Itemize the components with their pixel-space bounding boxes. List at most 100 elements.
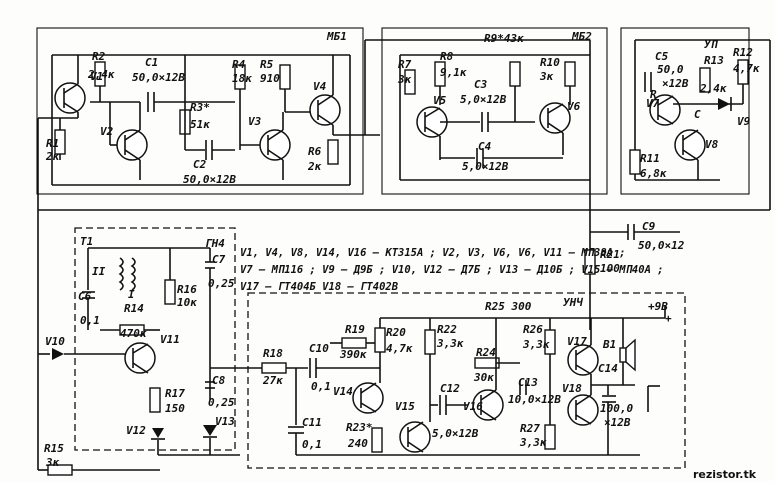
label-r21: R21	[600, 248, 620, 261]
label-r22-value: 3,3к	[436, 337, 464, 350]
label-v12: V12	[126, 424, 146, 437]
component-labels: V1 R1 2к R2 2,4к C1 50,0×12В V2 R3* 51к …	[44, 32, 760, 469]
label-v15: V15	[395, 400, 415, 413]
label-r20-value: 4,7к	[386, 342, 413, 355]
label-r3: R3*	[190, 101, 210, 114]
label-v17: V17	[567, 335, 587, 348]
label-c1-value: 50,0×12В	[132, 71, 185, 84]
label-mb1: МБ1	[326, 30, 347, 43]
label-r1: R1	[46, 137, 59, 150]
label-r21-value: 100	[600, 262, 620, 275]
label-r25: R25 300	[485, 300, 532, 313]
label-t1: T1	[80, 235, 93, 248]
label-c4-value: 5,0×12В	[462, 160, 509, 173]
label-c1: C1	[145, 56, 158, 69]
label-c7: C7	[212, 253, 226, 266]
label-c2: C2	[193, 158, 207, 171]
label-v2: V2	[100, 125, 114, 138]
unch-block	[261, 318, 660, 456]
label-r20: R20	[386, 326, 406, 339]
label-c8: C8	[212, 374, 226, 387]
label-r2: R2	[92, 50, 106, 63]
mb2-frame	[381, 27, 608, 195]
label-c10: C10	[309, 342, 329, 355]
label-r13-value: 2,4к	[699, 82, 727, 95]
up-block	[629, 39, 771, 210]
label-c10-value: 0,1	[311, 380, 331, 393]
label-supply: +9В	[648, 300, 668, 313]
label-r8: R8	[440, 50, 454, 63]
label-r23-value: 240	[347, 437, 368, 450]
label-r9: R9*43к	[484, 32, 524, 45]
gn4-block	[82, 247, 262, 456]
label-v13: V13	[215, 415, 235, 428]
legend-line-2: V7 – МП116 ; V9 – Д9Б ; V10, V12 – Д7Б ;…	[240, 264, 664, 276]
label-up: УП	[704, 38, 719, 51]
label-c14-value: 100,0	[600, 402, 633, 415]
legend-line-1: V1, V4, V8, V14, V16 – КТ315А ; V2, V3, …	[240, 247, 626, 259]
label-c7-value: 0,25	[208, 277, 235, 290]
label-unch: УНЧ	[563, 296, 583, 309]
label-v1: V1	[90, 70, 103, 83]
mb1-block	[38, 54, 380, 186]
label-v18: V18	[562, 382, 582, 395]
label-r16: R16	[177, 283, 197, 296]
label-r1-value: 2к	[45, 150, 60, 163]
label-r3-value: 51к	[190, 118, 210, 131]
label-c4: C4	[478, 140, 492, 153]
label-r24: R24	[476, 346, 496, 359]
label-r4: R4	[232, 58, 246, 71]
label-c2-value: 50,0×12В	[183, 173, 236, 186]
label-v10: V10	[45, 335, 65, 348]
label-c3: C3	[474, 78, 488, 91]
label-b1: B1	[602, 338, 616, 351]
label-r7: R7	[398, 58, 412, 71]
label-c5-voltage: ×12В	[662, 77, 689, 90]
label-c14-voltage: ×12В	[604, 416, 631, 429]
label-r16-value: 10к	[177, 296, 197, 309]
label-r8-value: 9,1к	[440, 66, 467, 79]
label-r27-value: 3,3к	[519, 436, 547, 449]
label-c5: C5	[655, 50, 669, 63]
unch-frame	[247, 292, 686, 469]
label-r24-value: 30к	[473, 371, 494, 384]
label-r18-value: 27к	[262, 374, 283, 387]
label-r11: R11	[640, 152, 660, 165]
label-supply-plus: +	[665, 312, 672, 325]
label-v4: V4	[313, 80, 327, 93]
label-c13-value: 10,0×12В	[508, 393, 561, 406]
label-c9-value: 50,0×12	[638, 239, 685, 252]
label-c14: C14	[598, 362, 618, 375]
label-r17-value: 150	[165, 402, 185, 415]
label-r26-value: 3,3к	[522, 338, 550, 351]
label-r-pin: R	[650, 88, 657, 101]
label-r14: R14	[124, 302, 144, 315]
label-r19-value: 390к	[339, 348, 367, 361]
legend-line-3: V17 – ГТ404Б V18 – ГТ402В	[240, 281, 399, 293]
label-c-pin: C	[694, 108, 701, 121]
label-r12-value: 4,7к	[733, 62, 760, 75]
label-r27: R27	[520, 422, 540, 435]
legend: V1, V4, V8, V14, V16 – КТ315А ; V2, V3, …	[240, 247, 664, 293]
label-r17: R17	[165, 387, 185, 400]
label-mb2: МБ2	[571, 30, 592, 43]
label-r15-value: 3к	[45, 456, 60, 469]
label-v14: V14	[333, 385, 353, 398]
label-v9: V9	[737, 115, 751, 128]
mb1-frame	[36, 27, 364, 195]
label-r26: R26	[523, 323, 543, 336]
gn4-frame	[74, 227, 236, 451]
label-t1-winding2: II	[92, 265, 106, 278]
label-r10: R10	[540, 56, 560, 69]
label-v5: V5	[433, 94, 447, 107]
label-c3-value: 5,0×12В	[460, 93, 507, 106]
label-v11: V11	[160, 333, 180, 346]
watermark: rezistor.tk	[693, 468, 757, 481]
label-c6: C6	[78, 290, 92, 303]
label-c13: C13	[518, 376, 538, 389]
label-r19: R19	[345, 323, 365, 336]
label-r5-value: 910	[260, 72, 280, 85]
label-v8: V8	[705, 138, 719, 151]
label-r5: R5	[260, 58, 274, 71]
